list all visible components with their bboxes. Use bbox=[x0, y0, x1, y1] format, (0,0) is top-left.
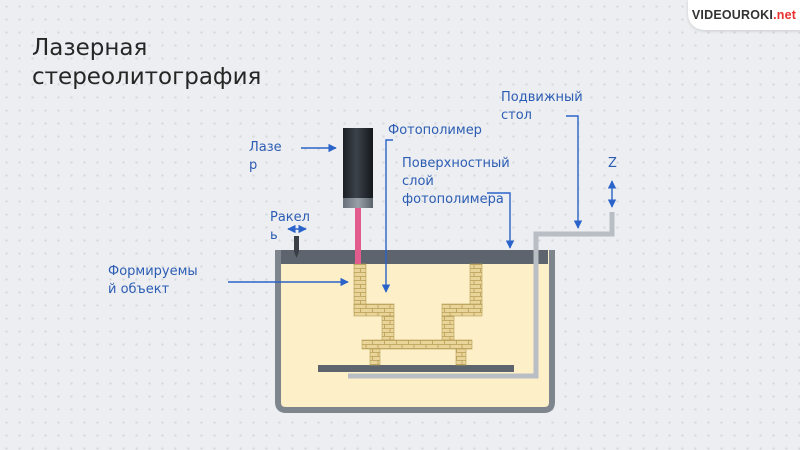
label-laser: Лазе р bbox=[249, 140, 282, 173]
scraper-icon bbox=[294, 236, 299, 258]
build-platform bbox=[318, 365, 514, 372]
laser-beam bbox=[355, 208, 361, 264]
leader-arrows bbox=[228, 115, 583, 293]
label-z-axis: Z bbox=[608, 156, 617, 171]
slide-title: Лазерная стереолитография bbox=[32, 35, 262, 90]
formed-object bbox=[353, 263, 483, 366]
logo-text: VIDEOUROKI.net bbox=[691, 8, 797, 22]
laser-body-icon bbox=[343, 128, 373, 208]
moving-table-rod bbox=[348, 212, 615, 379]
label-moving-table: Подвижный стол bbox=[501, 90, 583, 123]
label-scraper: Ракел ь bbox=[270, 210, 310, 243]
surface-layer bbox=[281, 250, 548, 264]
label-photopolymer: Фотополимер bbox=[388, 123, 482, 138]
resin-vat bbox=[275, 250, 555, 413]
label-surface-layer: Поверхностный слой фотополимера bbox=[402, 156, 510, 207]
videouroki-logo: VIDEOUROKI.net bbox=[688, 0, 800, 30]
label-formed-object: Формируемы й объект bbox=[108, 264, 198, 297]
